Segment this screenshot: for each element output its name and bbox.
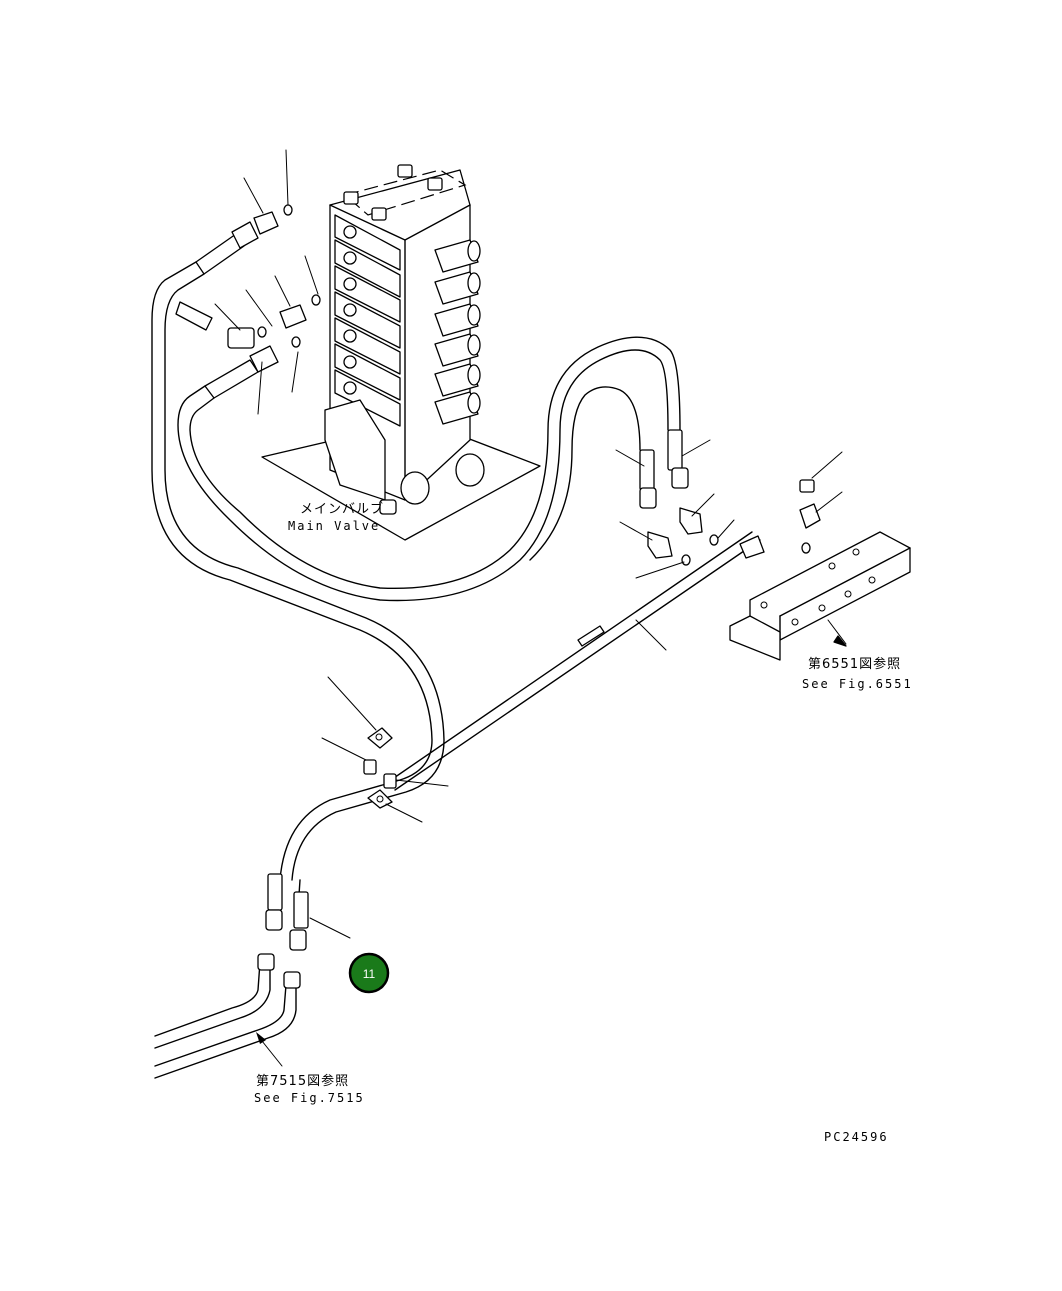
right-block [729,531,911,661]
ref-arrow-head-7515 [256,1032,266,1044]
callout-number[interactable]: 11 [363,967,376,981]
ref-6551-label-en: See Fig.6551 [802,677,913,691]
main-valve [261,164,541,541]
ref-6551-label-jp: 第6551図参照 [808,656,901,672]
callout-circle[interactable] [348,952,390,994]
hose-clamps [321,676,449,823]
main-valve-label-jp: メインバルブ [300,501,384,517]
spool-caps [434,239,481,425]
main-valve-label-en: Main Valve [288,519,380,533]
callout-badge-11[interactable]: 11 [348,952,390,994]
drawing-code: PC24596 [824,1130,889,1144]
ref-7515-label-jp: 第7515図参照 [256,1073,349,1089]
upper-left-fittings [175,149,321,415]
valve-sections [334,214,401,427]
hoses [151,261,761,1079]
ref-7515-label-en: See Fig.7515 [254,1091,365,1105]
bottom-hose-ends [257,873,351,989]
right-fittings [615,429,843,651]
